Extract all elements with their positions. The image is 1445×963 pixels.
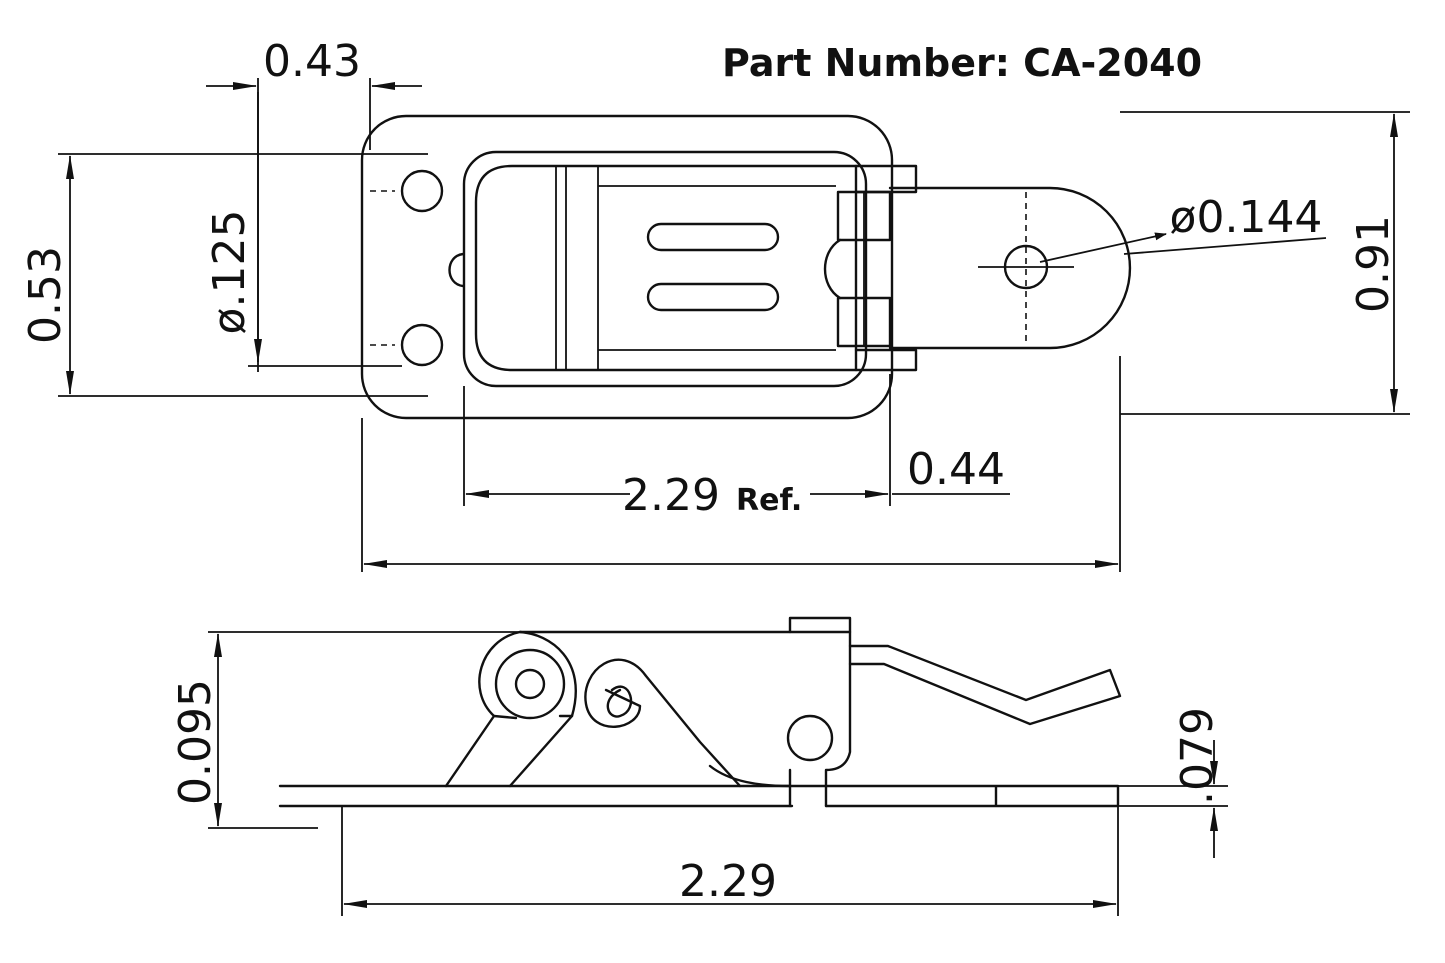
side-view — [278, 616, 1122, 808]
dim-229-label: 2.29 — [679, 856, 777, 907]
top-view — [360, 114, 1132, 420]
dim-044-label: 0.44 — [907, 444, 1005, 495]
slot-lower — [646, 282, 780, 312]
dim-229ref-label: 2.29 — [622, 470, 720, 521]
dim-079-label: .079 — [1172, 707, 1223, 805]
part-number-title: Part Number: CA-2040 — [722, 41, 1202, 85]
side-view-dimensions: 0.095 .079 2.29 — [170, 631, 1228, 916]
dim-053-label: 0.53 — [20, 246, 71, 344]
side-pivot-pin — [786, 714, 834, 762]
side-lever-arm — [444, 630, 577, 788]
dim-229ref-suffix: Ref. — [736, 483, 802, 518]
dim-0144-label: ø0.144 — [1170, 192, 1323, 243]
side-wire-hook — [848, 644, 1122, 726]
side-lever-pivot-inner — [514, 668, 546, 700]
side-base-plate — [278, 784, 1120, 808]
dim-0125-label: ø.125 — [204, 210, 255, 335]
mounting-hole-top — [400, 169, 444, 213]
side-lever-pivot-outer — [494, 648, 566, 720]
base-plate-outline — [360, 114, 894, 420]
dim-043-label: 0.43 — [263, 36, 361, 87]
hook-tongue — [888, 186, 1132, 350]
cover-frame — [462, 150, 868, 388]
lever-body — [474, 164, 858, 372]
top-view-dimensions: 0.43 ø.125 0.53 ø0.144 0.91 2.29 Ref. 0.… — [20, 36, 1410, 572]
side-spring — [584, 658, 742, 788]
dim-0095-label: 0.095 — [170, 679, 221, 805]
dim-091-label: 0.91 — [1348, 215, 1399, 313]
slot-upper — [646, 222, 780, 252]
mounting-hole-bottom — [400, 323, 444, 367]
